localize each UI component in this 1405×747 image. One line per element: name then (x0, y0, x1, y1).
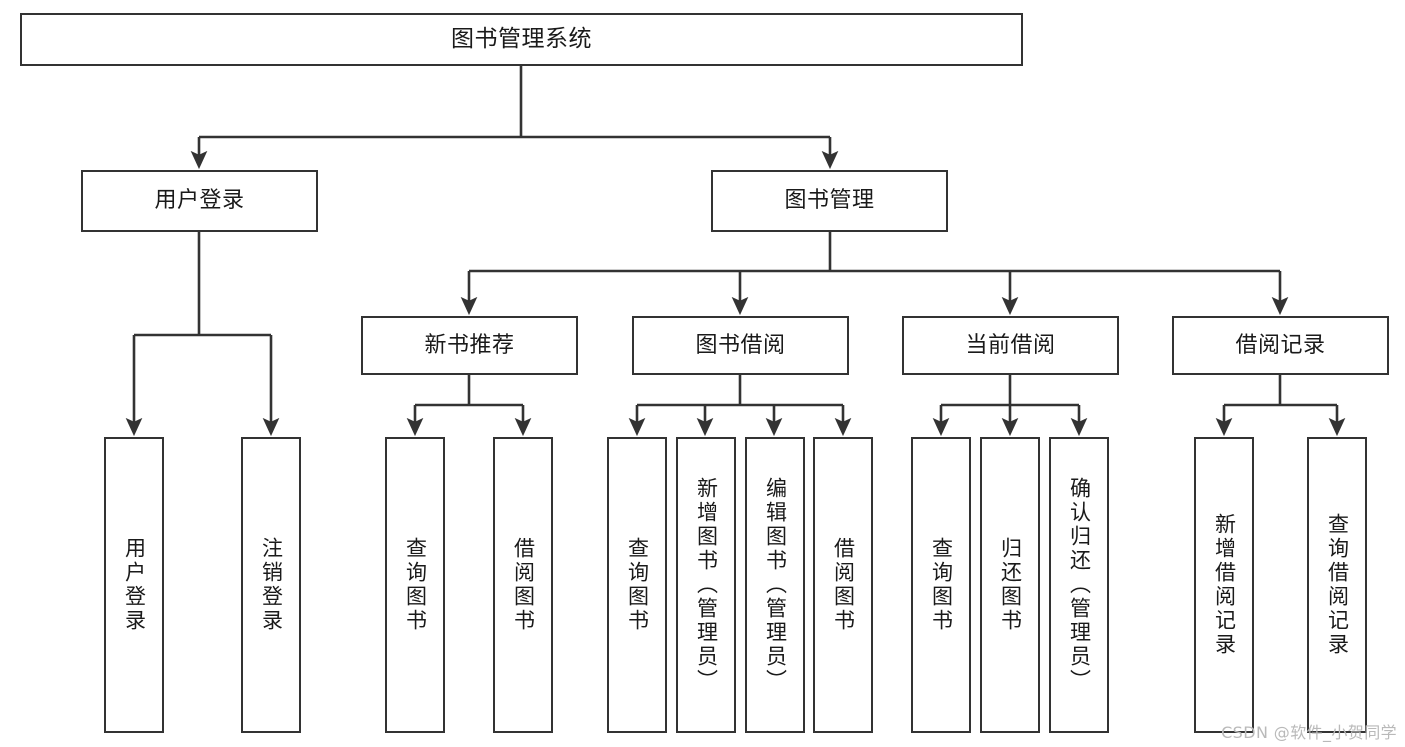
node-user-login[interactable]: 用户登录 (81, 170, 318, 232)
node-label: 借阅图书 (831, 537, 856, 633)
node-label: 归还图书 (998, 537, 1023, 633)
node-root-system[interactable]: 图书管理系统 (20, 13, 1023, 66)
node-label: 查询借阅记录 (1325, 513, 1350, 657)
node-label: 编辑图书（管理员） (763, 477, 788, 693)
leaf-current-borrow-confirm-return-admin[interactable]: 确认归还（管理员） (1049, 437, 1109, 733)
node-label: 图书借阅 (695, 332, 786, 358)
node-label: 新书推荐 (424, 332, 515, 358)
leaf-book-borrow-add-book-admin[interactable]: 新增图书（管理员） (676, 437, 736, 733)
leaf-new-book-borrow-book[interactable]: 借阅图书 (493, 437, 553, 733)
leaf-borrow-record-add-record[interactable]: 新增借阅记录 (1194, 437, 1254, 733)
node-label: 图书管理 (784, 188, 875, 214)
node-label: 用户登录 (154, 188, 245, 214)
node-new-book-recommend[interactable]: 新书推荐 (361, 316, 578, 375)
node-label: 当前借阅 (965, 332, 1056, 358)
leaf-borrow-record-query-record[interactable]: 查询借阅记录 (1307, 437, 1367, 733)
node-label: 新增图书（管理员） (694, 477, 719, 693)
node-book-borrow[interactable]: 图书借阅 (632, 316, 849, 375)
watermark-text: CSDN @软件_小贺同学 (1221, 723, 1397, 742)
leaf-user-login-login[interactable]: 用户登录 (104, 437, 164, 733)
leaf-book-borrow-borrow-book[interactable]: 借阅图书 (813, 437, 873, 733)
node-book-management[interactable]: 图书管理 (711, 170, 948, 232)
leaf-current-borrow-return-book[interactable]: 归还图书 (980, 437, 1040, 733)
leaf-book-borrow-query-book[interactable]: 查询图书 (607, 437, 667, 733)
leaf-new-book-query-book[interactable]: 查询图书 (385, 437, 445, 733)
leaf-book-borrow-edit-book-admin[interactable]: 编辑图书（管理员） (745, 437, 805, 733)
node-label: 图书管理系统 (451, 25, 592, 52)
leaf-user-login-logout[interactable]: 注销登录 (241, 437, 301, 733)
leaf-current-borrow-query-book[interactable]: 查询图书 (911, 437, 971, 733)
node-label: 借阅记录 (1235, 332, 1326, 358)
node-label: 查询图书 (929, 537, 954, 633)
node-current-borrow[interactable]: 当前借阅 (902, 316, 1119, 375)
node-borrow-record[interactable]: 借阅记录 (1172, 316, 1389, 375)
node-label: 注销登录 (259, 537, 284, 633)
node-label: 确认归还（管理员） (1067, 477, 1092, 693)
node-label: 用户登录 (122, 537, 147, 633)
node-label: 借阅图书 (511, 537, 536, 633)
node-label: 新增借阅记录 (1212, 513, 1237, 657)
node-label: 查询图书 (403, 537, 428, 633)
node-label: 查询图书 (625, 537, 650, 633)
